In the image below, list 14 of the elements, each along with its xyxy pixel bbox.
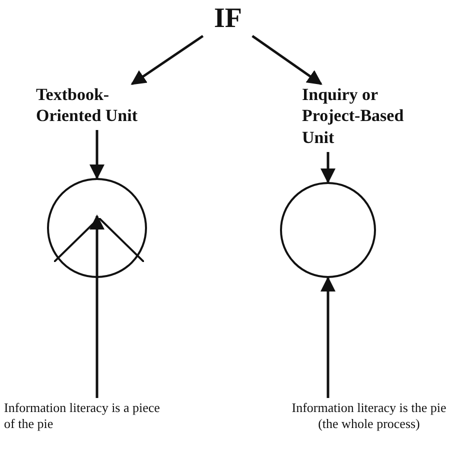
arrow (252, 34, 322, 86)
pie-piece (54, 218, 144, 262)
caption-text: Information literacy is a piece of the pie (4, 400, 164, 440)
unit-label: Inquiry or Project-Based Unit (302, 84, 432, 148)
pie-circle (280, 182, 376, 278)
unit-label: Textbook- Oriented Unit (36, 84, 166, 126)
title-text: IF (200, 2, 256, 36)
arrow (320, 152, 336, 184)
caption-text: Information literacy is the pie (the whole process) (290, 400, 448, 460)
arrow (90, 130, 104, 180)
pie-circle (47, 178, 147, 278)
arrow (130, 34, 204, 86)
arrow (320, 276, 336, 398)
arrow (90, 214, 104, 398)
